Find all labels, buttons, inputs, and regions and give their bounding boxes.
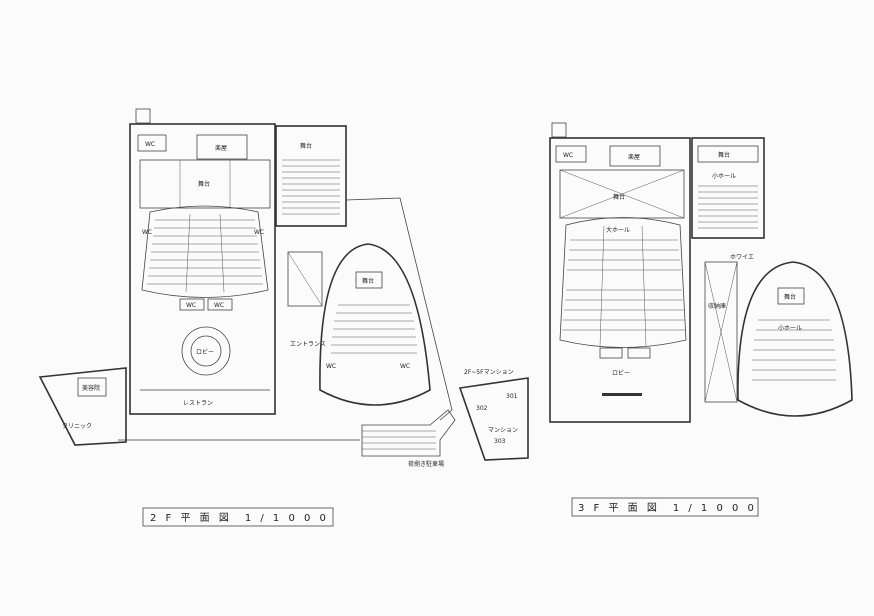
floor3-gakuya [609,145,661,167]
floor3-oval-hall [737,261,853,417]
floor2-plaza-edge [345,197,453,421]
floor2-oval-hall [319,243,431,406]
floor3-storage [704,261,738,403]
floor2-oval-seats [331,304,417,354]
floor3-lobby-label: ロビー [612,369,630,377]
floor2-wc-right-label: WC [254,229,264,236]
floor2-lobby-wc2 [207,298,233,311]
floor2-wc-top-label: WC [145,141,155,148]
floor2-title-box [142,507,334,527]
floor2-stair-tower [135,108,151,124]
floor3-oval-hall-label: 小ホール [778,324,802,332]
floor3-tower [691,137,765,239]
floor2-oval-wc-a: WC [326,363,336,370]
floor3-stage-small-label: 舞台 [718,151,730,159]
floor3-wc [555,145,587,163]
floor2-oval-stage [355,271,383,289]
floor2-gakuya-label: 楽屋 [215,144,227,152]
floor2-stage-side-label: 舞台 [300,142,312,150]
floor3-stair-tower [551,122,567,138]
floor2-room-301: 301 [506,393,518,400]
floor2-lobby-wc1 [179,298,205,311]
floor2-annex [38,367,127,446]
floor3-storage-label: 収納庫 [708,302,726,310]
floor2-ramp [361,409,456,457]
floor2-stage-main-label: 舞台 [198,180,210,188]
floor2-ramp-hatch [362,430,436,450]
floor2-room-303: 303 [494,438,506,445]
floor2-auditorium [141,205,269,298]
floor3-foyer-label: ホワイエ [730,254,754,261]
floor2-oval-stage-label: 舞台 [362,277,374,285]
floor3-oval-seats [752,319,836,381]
floor3-counter [602,393,642,396]
floor2-lobby-circle [181,326,231,376]
floor2-mansion-range-label: 2F~5Fマンション [464,369,514,376]
floor3-wc-label: WC [563,152,573,159]
floor3-main-block [549,137,691,423]
floor2-mansion-block [458,377,529,461]
floor2-gakuya [196,134,248,160]
floor3-auditorium [559,217,687,348]
floor2-room-302: 302 [476,405,488,412]
floor3-oval-stage-label: 舞台 [784,293,796,301]
floor2-restaurant-label: レストラン [183,400,213,407]
floor2-wc-left-label: WC [142,229,152,236]
floor2-lobby-wc1-label: WC [186,302,196,309]
floor2-clinic-label: クリニック [62,423,92,430]
floor2-entrance-label: エントランス [290,341,326,348]
floor3-title: 3 F 平 面 図 1 / 1 0 0 0 [578,502,757,514]
floor2-stage-main [139,159,271,209]
floor2-lobby-label: ロビー [196,348,214,356]
floor2-title: 2 F 平 面 図 1 / 1 0 0 0 [150,512,329,524]
floor3-tower-stairs [698,185,758,229]
floor3-plan: WC 楽屋 舞台 大ホール ロビー 舞台 小ホール [549,122,853,517]
floor2-main-block [129,123,276,415]
floor3-small-hall-label: 小ホール [712,172,736,180]
floor3-title-box [571,497,759,517]
floor2-fly-tower [275,125,347,227]
floor2-seat-rows [147,213,263,293]
floor2-salon-label: 美容院 [82,384,100,392]
floor2-wc-top [137,134,167,152]
floor2-oval-wc-b: WC [400,363,410,370]
floor2-mansion-label: マンション [488,427,518,434]
floor2-lobby-wc2-label: WC [214,302,224,309]
floor3-stage [559,169,685,219]
floor2-loading-label: 荷捌き駐車場 [408,460,444,468]
floor2-elevator-core [287,251,323,307]
floor2-salon [77,377,107,397]
floor3-oval-stage [777,287,805,305]
floor2-plan: WC 楽屋 舞台 WC WC WC WC ロビー レストラン 舞台 [38,108,529,527]
floor2-stair-lines [282,159,340,215]
floor3-gakuya-label: 楽屋 [628,153,640,161]
floor3-hall-label: 大ホール [606,226,630,234]
floor3-stage-label: 舞台 [613,193,625,201]
floor3-seat-rows [562,225,686,347]
